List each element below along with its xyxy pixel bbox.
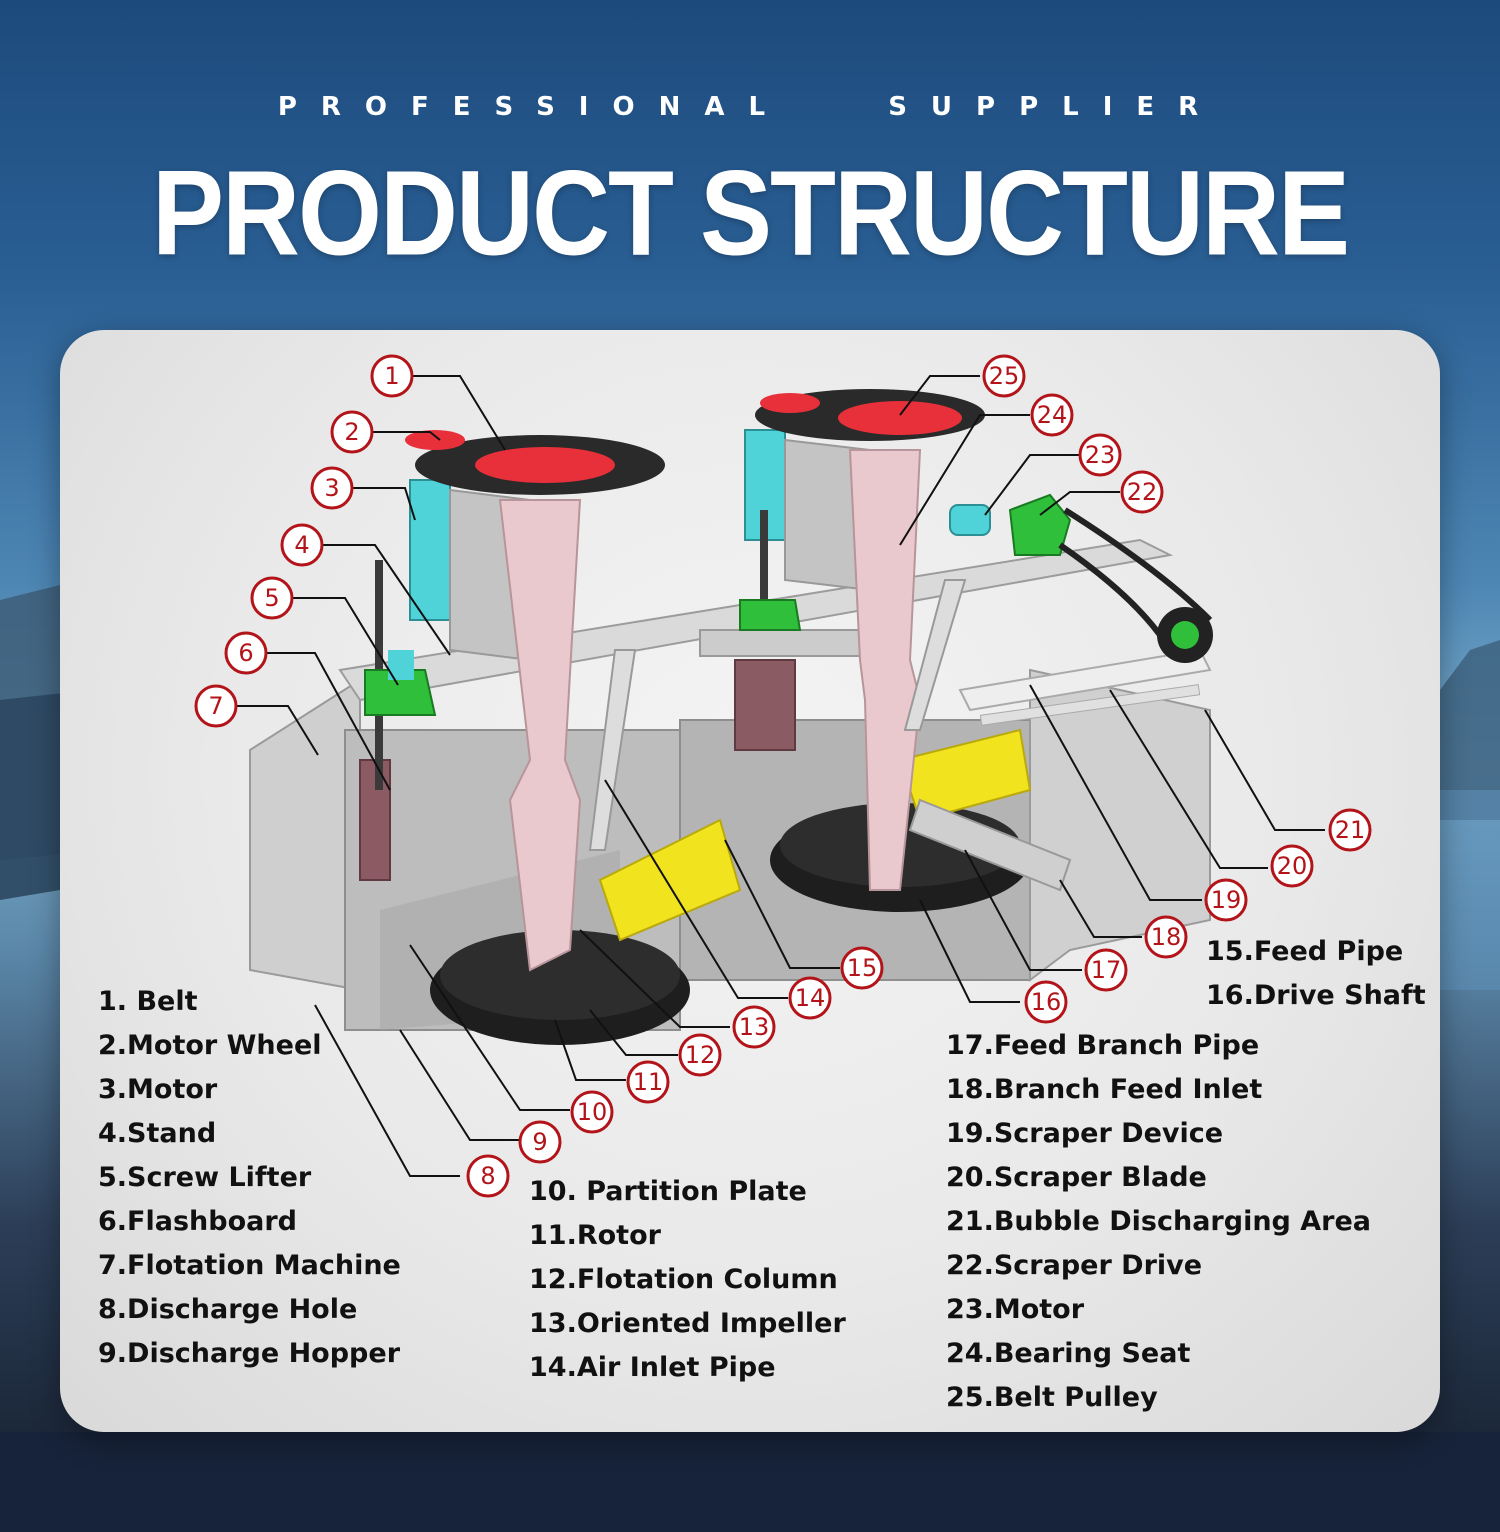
svg-text:1: 1 <box>384 362 399 390</box>
callout-13: 13 <box>732 1005 776 1049</box>
callout-15: 15 <box>840 946 884 990</box>
legend-column-4: 15.Feed Pipe 16.Drive Shaft <box>1206 930 1426 1018</box>
callout-16: 16 <box>1024 980 1068 1024</box>
svg-text:9: 9 <box>532 1128 547 1156</box>
legend-item: 21.Bubble Discharging Area <box>946 1206 1372 1237</box>
svg-text:14: 14 <box>795 984 826 1012</box>
legend-item: 15.Feed Pipe <box>1206 936 1404 967</box>
callout-5: 5 <box>250 576 294 620</box>
svg-text:2: 2 <box>344 418 359 446</box>
callout-20: 20 <box>1270 844 1314 888</box>
structure-panel: 1 2 3 4 5 6 7 8 9 10 11 12 13 14 15 16 1… <box>60 330 1440 1432</box>
eyebrow-text: PROFESSIONAL SUPPLIER <box>277 92 1223 122</box>
callout-25: 25 <box>982 354 1026 398</box>
legend-item: 14.Air Inlet Pipe <box>529 1352 776 1383</box>
callout-21: 21 <box>1328 808 1372 852</box>
svg-text:6: 6 <box>238 639 253 667</box>
legend-item: 24.Bearing Seat <box>946 1338 1191 1369</box>
callout-2: 2 <box>330 410 374 454</box>
leader-lines <box>236 375 1325 1177</box>
legend-item: 13.Oriented Impeller <box>529 1308 846 1339</box>
legend-item: 16.Drive Shaft <box>1206 980 1426 1011</box>
callout-3: 3 <box>310 466 354 510</box>
legend-item: 5.Screw Lifter <box>98 1162 312 1193</box>
svg-text:19: 19 <box>1211 886 1242 914</box>
legend-item: 8.Discharge Hole <box>98 1294 358 1325</box>
callout-23: 23 <box>1078 433 1122 477</box>
svg-text:18: 18 <box>1151 923 1182 951</box>
legend-item: 12.Flotation Column <box>529 1264 838 1295</box>
svg-text:10: 10 <box>577 1098 608 1126</box>
legend-column-3: 17.Feed Branch Pipe 18.Branch Feed Inlet… <box>946 1024 1371 1420</box>
callout-12: 12 <box>678 1033 722 1077</box>
callout-9: 9 <box>518 1120 562 1164</box>
callout-4: 4 <box>280 523 324 567</box>
legend-item: 22.Scraper Drive <box>946 1250 1203 1281</box>
svg-text:24: 24 <box>1037 401 1068 429</box>
svg-text:5: 5 <box>264 584 279 612</box>
callout-7: 7 <box>194 684 238 728</box>
callout-11: 11 <box>626 1060 670 1104</box>
legend-item: 25.Belt Pulley <box>946 1382 1158 1413</box>
callout-14: 14 <box>788 976 832 1020</box>
legend-item: 17.Feed Branch Pipe <box>946 1030 1260 1061</box>
callout-8: 8 <box>466 1154 510 1198</box>
callout-22: 22 <box>1120 470 1164 514</box>
legend-item: 4.Stand <box>98 1118 217 1149</box>
legend-item: 9.Discharge Hopper <box>98 1338 401 1369</box>
svg-text:8: 8 <box>480 1162 495 1190</box>
legend-item: 1. Belt <box>98 986 198 1017</box>
svg-text:15: 15 <box>847 954 878 982</box>
legend-column-2: 10. Partition Plate 11.Rotor 12.Flotatio… <box>529 1170 846 1390</box>
legend-item: 23.Motor <box>946 1294 1085 1325</box>
legend-item: 2.Motor Wheel <box>98 1030 322 1061</box>
svg-text:25: 25 <box>989 362 1020 390</box>
legend-item: 11.Rotor <box>529 1220 661 1251</box>
svg-text:20: 20 <box>1277 852 1308 880</box>
legend-item: 10. Partition Plate <box>529 1176 807 1207</box>
svg-text:16: 16 <box>1031 988 1062 1016</box>
legend-item: 18.Branch Feed Inlet <box>946 1074 1263 1105</box>
svg-text:3: 3 <box>324 474 339 502</box>
svg-text:23: 23 <box>1085 441 1116 469</box>
legend-item: 3.Motor <box>98 1074 218 1105</box>
callout-24: 24 <box>1030 393 1074 437</box>
callout-18: 18 <box>1144 915 1188 959</box>
legend-item: 6.Flashboard <box>98 1206 297 1237</box>
callout-1: 1 <box>370 354 414 398</box>
legend-column-1: 1. Belt 2.Motor Wheel 3.Motor 4.Stand 5.… <box>98 980 401 1376</box>
flotation-machine-diagram: 1 2 3 4 5 6 7 8 9 10 11 12 13 14 15 16 1… <box>194 354 1372 1198</box>
svg-text:7: 7 <box>208 692 223 720</box>
svg-text:17: 17 <box>1091 956 1122 984</box>
right-drive-unit <box>739 389 1213 891</box>
page-title: PRODUCT STRUCTURE <box>152 144 1350 281</box>
callout-17: 17 <box>1084 948 1128 992</box>
callout-6: 6 <box>224 631 268 675</box>
svg-text:4: 4 <box>294 531 309 559</box>
svg-text:11: 11 <box>633 1068 664 1096</box>
callout-10: 10 <box>570 1090 614 1134</box>
svg-text:12: 12 <box>685 1041 716 1069</box>
legend-item: 20.Scraper Blade <box>946 1162 1207 1193</box>
svg-text:13: 13 <box>739 1013 770 1041</box>
left-drive-unit <box>364 430 665 972</box>
svg-text:22: 22 <box>1127 478 1158 506</box>
callout-markers: 1 2 3 4 5 6 7 8 9 10 11 12 13 14 15 16 1… <box>194 354 1372 1198</box>
legend-item: 7.Flotation Machine <box>98 1250 401 1281</box>
legend-item: 19.Scraper Device <box>946 1118 1224 1149</box>
callout-19: 19 <box>1204 878 1248 922</box>
svg-text:21: 21 <box>1335 816 1366 844</box>
